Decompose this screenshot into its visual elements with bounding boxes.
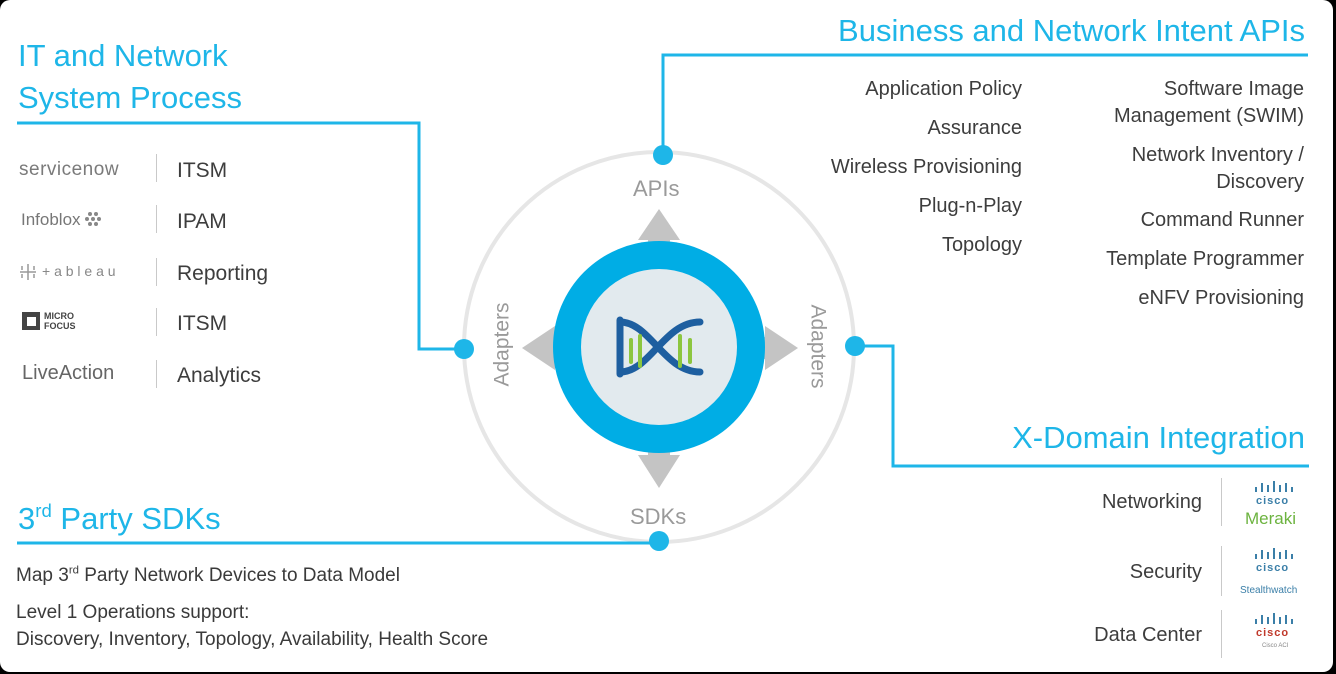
api-item-inventory-line1: Network Inventory / [1131, 144, 1304, 166]
sdks-title-text: Party SDKs [51, 501, 221, 536]
connector-xdomain [855, 344, 1309, 468]
it-row-label-analytics: Analytics [177, 364, 262, 387]
xdomain-label-data-center: Data Center [1094, 624, 1202, 646]
connector-it-process [17, 121, 464, 351]
api-item-assurance: Assurance [927, 117, 1023, 139]
sdks-title: 3rd Party SDKs [18, 499, 221, 536]
cisco-bars-icons [1255, 481, 1293, 624]
it-row-label-itsm-2: ITSM [177, 312, 228, 335]
row-divider [156, 258, 157, 286]
api-item-inventory-line2: Discovery [1216, 171, 1304, 193]
api-item-enfv-provisioning: eNFV Provisioning [1138, 287, 1304, 309]
sdks-title-sup: rd [35, 499, 52, 521]
api-item-swim-line1: Software Image [1163, 78, 1304, 100]
microfocus-icon [22, 312, 40, 330]
dna-center-icon [616, 316, 704, 378]
row-divider [156, 308, 157, 336]
it-row-label-itsm: ITSM [177, 159, 228, 182]
infoblox-icon [85, 212, 101, 226]
connector-lines [17, 53, 1309, 545]
sdks-line-level1: Level 1 Operations support: [16, 602, 250, 623]
hub-label-adapters-left: Adapters [490, 302, 514, 387]
sdks-line1-post: Party Network Devices to Data Model [78, 565, 400, 586]
it-row-label-reporting: Reporting [177, 262, 269, 285]
it-row-label-ipam: IPAM [177, 210, 227, 233]
row-divider [156, 205, 157, 233]
api-item-command-runner: Command Runner [1140, 209, 1304, 231]
stealthwatch-logo-sub: Stealthwatch [1240, 585, 1298, 596]
meraki-logo-sub: Meraki [1245, 509, 1297, 528]
aci-logo-top: cisco [1256, 627, 1290, 639]
xdomain-title: X-Domain Integration [1012, 420, 1305, 455]
tableau-logo: + a b l e a u [42, 263, 116, 279]
sdks-line1-sup: rd [68, 564, 79, 577]
row-divider [1221, 610, 1222, 658]
row-divider [1221, 478, 1222, 526]
it-process-title-line1: IT and Network [18, 38, 228, 73]
api-item-template-programmer: Template Programmer [1106, 248, 1304, 270]
liveaction-logo: LiveAction [22, 362, 115, 384]
row-divider [156, 154, 157, 182]
row-divider [1221, 546, 1222, 596]
row-divider [156, 360, 157, 388]
aci-logo-sub: Cisco ACI [1262, 643, 1289, 649]
tableau-icon [20, 264, 36, 280]
infoblox-logo: Infoblox [21, 210, 81, 229]
sdks-line-operations: Discovery, Inventory, Topology, Availabi… [16, 629, 489, 650]
sdks-line-data-model: Map 3rd Party Network Devices to Data Mo… [16, 564, 400, 586]
microfocus-logo-line1: MICRO [44, 311, 74, 321]
connector-intent-apis [661, 53, 1308, 155]
meraki-logo-top: cisco [1256, 495, 1290, 507]
sdks-title-number: 3 [18, 501, 36, 536]
hub-label-apis: APIs [633, 176, 680, 201]
api-item-topology: Topology [941, 234, 1022, 256]
microfocus-logo-line2: FOCUS [44, 321, 76, 331]
connector-dots [454, 145, 865, 551]
api-item-plug-n-play: Plug-n-Play [918, 195, 1022, 217]
xdomain-label-security: Security [1129, 561, 1202, 583]
api-item-swim-line2: Management (SWIM) [1113, 105, 1304, 127]
servicenow-logo: servicenow [19, 159, 120, 180]
sdks-line1-pre: Map 3 [16, 565, 69, 586]
it-process-title-line2: System Process [18, 80, 242, 115]
api-item-wireless-provisioning: Wireless Provisioning [830, 156, 1022, 178]
stealthwatch-logo-top: cisco [1256, 562, 1290, 574]
hub-label-sdks: SDKs [630, 504, 687, 529]
api-item-application-policy: Application Policy [865, 78, 1022, 100]
xdomain-label-networking: Networking [1101, 491, 1202, 513]
hub-label-adapters-right: Adapters [806, 304, 830, 389]
intent-apis-title: Business and Network Intent APIs [838, 13, 1305, 48]
